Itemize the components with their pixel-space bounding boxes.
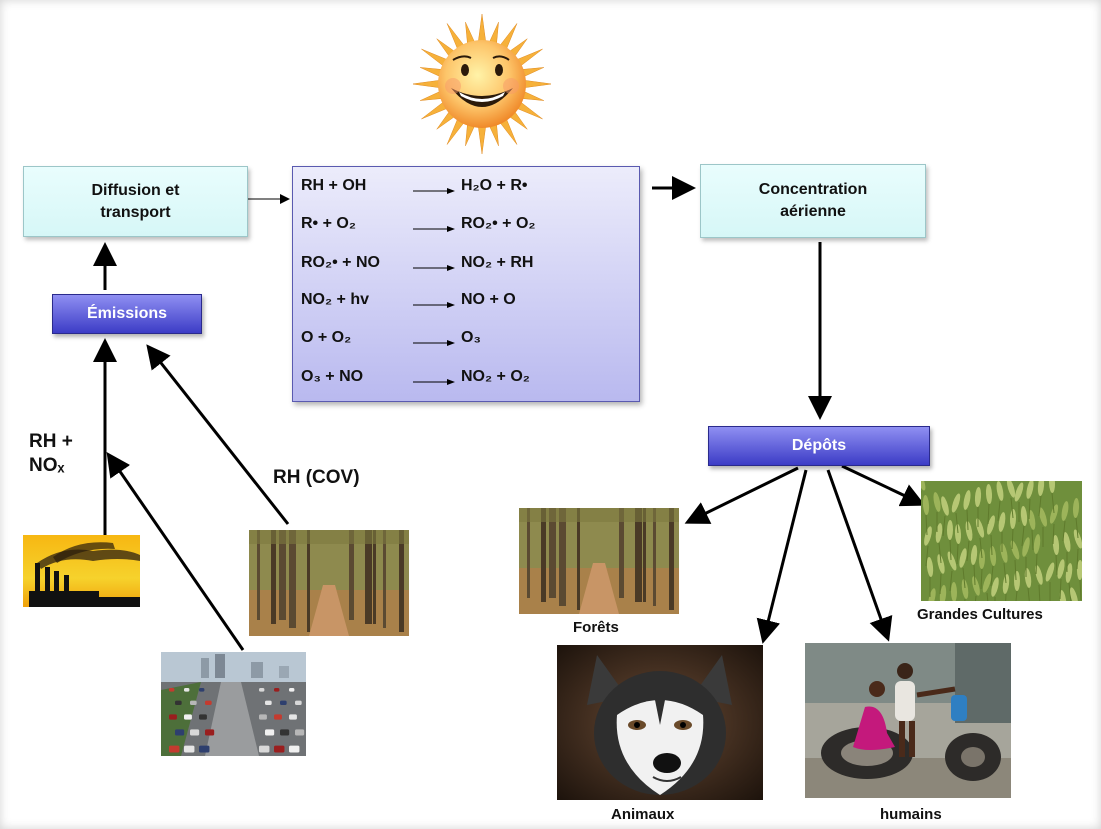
reaction-row: O + O₂ O₃ bbox=[301, 329, 631, 357]
reaction-lhs: RH + OH bbox=[301, 177, 367, 194]
forest-receptor-image bbox=[519, 508, 679, 614]
reaction-row: RH + OH H₂O + R• bbox=[301, 177, 631, 205]
reaction-rhs: NO₂ + O₂ bbox=[461, 368, 530, 385]
reaction-lhs: R• + O₂ bbox=[301, 215, 356, 232]
reaction-rhs: H₂O + R• bbox=[461, 177, 528, 194]
reaction-row: R• + O₂ RO₂• + O₂ bbox=[301, 215, 631, 243]
reaction-lhs: O₃ + NO bbox=[301, 368, 364, 385]
reaction-lhs: NO₂ + hv bbox=[301, 291, 370, 308]
rh-cov-text: RH (COV) bbox=[273, 467, 360, 488]
diffusion-line-2: transport bbox=[100, 203, 171, 221]
arrow-depots-to-humains bbox=[826, 469, 893, 642]
concentration-aerienne-box: Concentration aérienne bbox=[700, 164, 926, 238]
reactions-box: RH + OH H₂O + R• R• + O₂ RO₂• + O₂ RO₂• … bbox=[292, 166, 640, 402]
reaction-arrow bbox=[413, 188, 455, 194]
arrow-depots-to-animaux bbox=[756, 469, 808, 644]
reaction-row: RO₂• + NO NO₂ + RH bbox=[301, 254, 631, 282]
reaction-lhs: RO₂• + NO bbox=[301, 254, 380, 271]
reaction-arrow bbox=[413, 302, 455, 308]
sun-face-image bbox=[413, 8, 551, 156]
forets-label: Forêts bbox=[573, 619, 619, 636]
depots-box: Dépôts bbox=[708, 426, 930, 466]
rh-cov-label: RH (COV) bbox=[273, 467, 360, 489]
emissions-box: Émissions bbox=[52, 294, 202, 334]
reaction-row: NO₂ + hv NO + O bbox=[301, 291, 631, 319]
animaux-label: Animaux bbox=[611, 806, 675, 823]
reaction-rhs: RO₂• + O₂ bbox=[461, 215, 536, 232]
diffusion-transport-box: Diffusion et transport bbox=[23, 166, 248, 237]
diffusion-line-1: Diffusion et bbox=[91, 181, 180, 199]
reaction-lhs: O + O₂ bbox=[301, 329, 352, 346]
reaction-arrow bbox=[413, 379, 455, 385]
reaction-rhs: O₃ bbox=[461, 329, 481, 346]
children-playing-image bbox=[805, 643, 1011, 798]
reaction-rhs: NO + O bbox=[461, 291, 516, 308]
rh-nox-label: RH + NOₓ bbox=[29, 430, 73, 478]
arrow-forest-to-emissions bbox=[146, 344, 290, 525]
reaction-rhs: NO₂ + RH bbox=[461, 254, 534, 271]
emissions-label: Émissions bbox=[86, 305, 168, 322]
arrow-depots-to-cultures bbox=[841, 464, 926, 507]
grandes-cultures-label: Grandes Cultures bbox=[917, 606, 1043, 623]
arrow-traffic-to-rhnox bbox=[106, 452, 245, 651]
wheat-field-image bbox=[921, 481, 1082, 601]
husky-dog-image bbox=[557, 645, 763, 800]
reaction-row: O₃ + NO NO₂ + O₂ bbox=[301, 368, 631, 396]
humains-label: humains bbox=[880, 806, 942, 823]
arrow-depots-to-forets bbox=[684, 466, 799, 524]
rh-nox-line-1: RH + bbox=[29, 431, 73, 452]
concentration-line-1: Concentration bbox=[758, 181, 868, 198]
highway-traffic-image bbox=[161, 652, 306, 756]
reaction-arrow bbox=[413, 340, 455, 346]
reaction-arrow bbox=[413, 226, 455, 232]
concentration-line-2: aérienne bbox=[780, 203, 846, 220]
depots-label: Dépôts bbox=[791, 437, 847, 454]
factory-image bbox=[23, 535, 140, 607]
forest-source-image bbox=[249, 530, 409, 636]
rh-nox-line-2: NOₓ bbox=[29, 455, 65, 476]
reaction-arrow bbox=[413, 265, 455, 271]
